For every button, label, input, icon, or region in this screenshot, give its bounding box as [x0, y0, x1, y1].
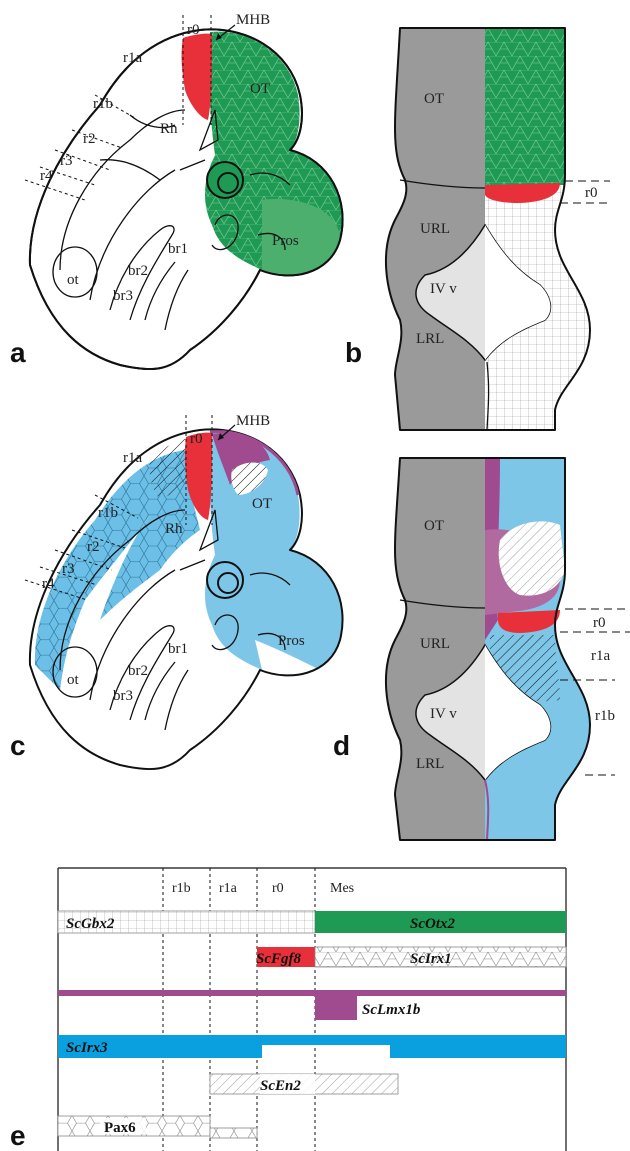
a-label-br3: br3 [113, 288, 133, 304]
panel-d-letter: d [333, 730, 350, 761]
a-label-r3: r3 [60, 153, 73, 169]
c-label-r1b: r1b [98, 505, 118, 521]
e-col-r1a: r1a [219, 881, 238, 896]
fgf8-domain-a [182, 34, 212, 120]
c-label-mhb: MHB [236, 413, 270, 429]
a-label-r2: r2 [83, 131, 96, 147]
c-label-r0: r0 [190, 431, 203, 447]
b-label-lrl: LRL [416, 331, 444, 347]
c-label-br2: br2 [128, 663, 148, 679]
d-label-ot: OT [424, 518, 444, 534]
panel-a-letter: a [10, 337, 26, 368]
bar-pax6-tail [210, 1128, 257, 1138]
gene-fgf8: ScFgf8 [256, 951, 302, 967]
gene-irx3: ScIrx3 [66, 1040, 108, 1056]
panel-c-letter: c [10, 730, 26, 761]
c-label-ot-vesicle: ot [67, 672, 80, 688]
c-label-br3: br3 [113, 688, 133, 704]
panel-b: OT r0 URL IV v LRL b [345, 28, 610, 430]
gene-otx2: ScOtx2 [410, 916, 456, 932]
gene-en2: ScEn2 [260, 1078, 301, 1094]
c-label-r4: r4 [42, 576, 55, 592]
d-label-r0: r0 [593, 615, 606, 631]
c-label-ot-tectum: OT [252, 496, 272, 512]
a-label-br1: br1 [168, 241, 188, 257]
panel-b-letter: b [345, 337, 362, 368]
c-label-pros: Pros [278, 633, 305, 649]
tectum-b [485, 28, 565, 185]
bar-irx3 [58, 1035, 566, 1058]
b-label-url: URL [420, 221, 450, 237]
d-label-r1b: r1b [595, 708, 615, 724]
e-col-mes: Mes [330, 881, 354, 896]
b-label-ot: OT [424, 91, 444, 107]
e-col-r1b: r1b [172, 881, 191, 896]
a-label-r1a: r1a [123, 50, 142, 66]
b-label-ivv: IV v [430, 281, 457, 297]
bar-lmx1b-line [58, 990, 566, 996]
e-col-r0: r0 [272, 881, 284, 896]
c-label-br1: br1 [168, 641, 188, 657]
panel-c: r0 MHB r1a r1b r2 r3 r4 Rh OT ot br1 br2… [10, 413, 343, 769]
gene-lmx1b: ScLmx1b [362, 1002, 421, 1018]
c-label-r1a: r1a [123, 450, 142, 466]
a-label-ot-tectum: OT [250, 81, 270, 97]
hatch-top-d [499, 521, 565, 595]
b-label-r0: r0 [585, 185, 598, 201]
d-label-lrl: LRL [416, 756, 444, 772]
panel-a: r0 MHB r1a r1b r2 r3 r4 Rh OT ot br1 br2… [10, 12, 343, 369]
panel-e: r1b r1a r0 Mes ScGbx2 ScOtx2 ScFgf8 ScIr… [10, 868, 566, 1151]
a-label-mhb: MHB [236, 12, 270, 28]
c-label-rh: Rh [165, 521, 183, 537]
bar-lmx1b [315, 990, 357, 1020]
d-label-ivv: IV v [430, 706, 457, 722]
d-label-r1a: r1a [591, 648, 610, 664]
a-label-r4: r4 [40, 168, 53, 184]
panel-e-letter: e [10, 1120, 26, 1151]
c-label-r3: r3 [62, 561, 75, 577]
gene-gbx2: ScGbx2 [66, 916, 115, 932]
panel-d: OT r0 r1a r1b URL IV v LRL d [333, 458, 630, 840]
gene-irx1: ScIrx1 [410, 951, 452, 967]
a-label-r1b: r1b [93, 96, 113, 112]
a-label-r0: r0 [187, 22, 200, 38]
a-label-ot-vesicle: ot [67, 272, 80, 288]
gene-pax6: Pax6 [104, 1120, 136, 1136]
d-label-url: URL [420, 636, 450, 652]
a-label-rh: Rh [160, 121, 178, 137]
a-label-pros: Pros [272, 233, 299, 249]
a-label-br2: br2 [128, 263, 148, 279]
c-label-r2: r2 [87, 539, 100, 555]
